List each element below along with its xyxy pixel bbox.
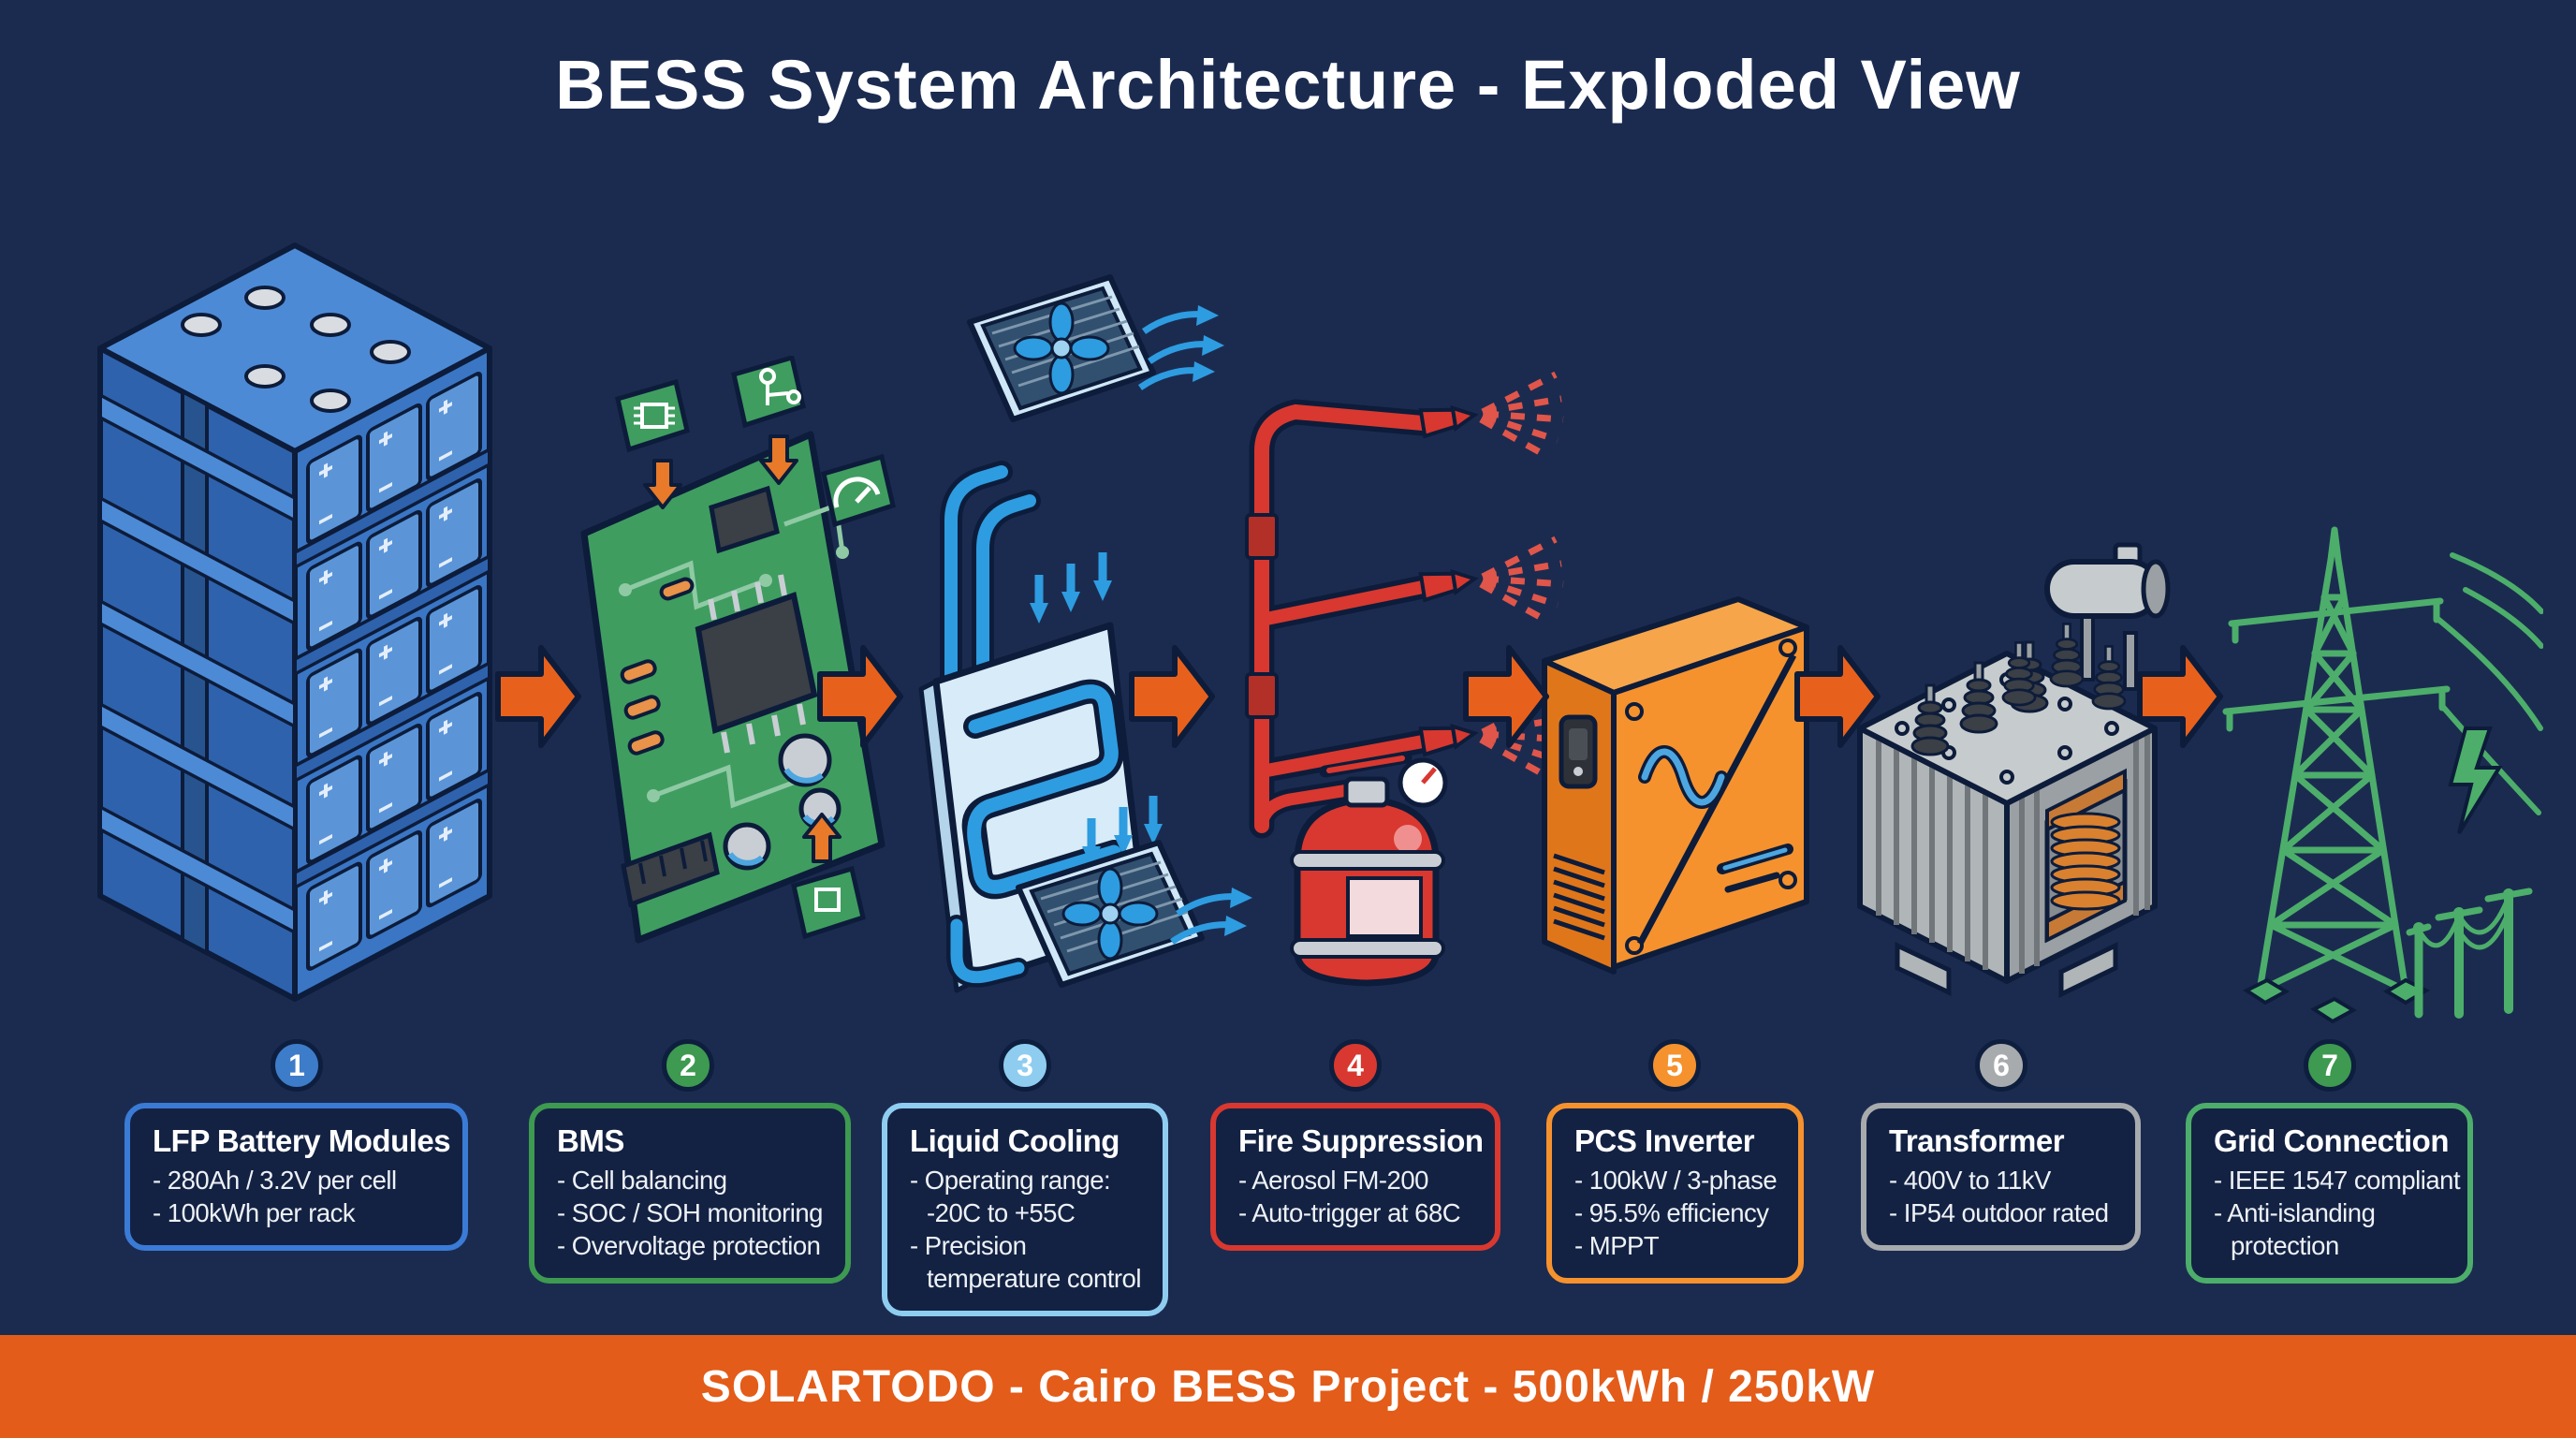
info-box-transformer: Transformer - 400V to 11kV - IP54 outdoo… (1861, 1103, 2141, 1251)
step-badge-2: 2 (662, 1039, 714, 1092)
component-detail: - 280Ah / 3.2V per cell (153, 1166, 397, 1195)
step-badge-6: 6 (1975, 1039, 2027, 1092)
step-badge-1: 1 (271, 1039, 323, 1092)
info-box-bms: BMS - Cell balancing - SOC / SOH monitor… (529, 1103, 851, 1284)
component-detail: temperature control (927, 1263, 1141, 1293)
grid-pylon-icon (2222, 526, 2543, 1024)
info-box-liquid-cooling: Liquid Cooling - Operating range: -20C t… (882, 1103, 1168, 1316)
component-detail: - Precision (910, 1230, 1027, 1260)
component-detail: - IP54 outdoor rated (1889, 1197, 2109, 1227)
info-box-fire-suppression: Fire Suppression - Aerosol FM-200 - Auto… (1210, 1103, 1500, 1251)
component-detail: - MPPT (1574, 1230, 1660, 1260)
component-detail: -20C to +55C (927, 1197, 1076, 1227)
component-detail: - Operating range: (910, 1166, 1111, 1195)
component-title: LFP Battery Modules (153, 1123, 451, 1158)
step-badge-7: 7 (2304, 1039, 2356, 1092)
component-detail: - Anti-islanding (2214, 1197, 2376, 1227)
flow-arrow-3 (1129, 645, 1215, 748)
pcs-inverter-icon (1542, 596, 1809, 975)
component-detail: - 100kW / 3-phase (1574, 1166, 1778, 1195)
component-title: Fire Suppression (1238, 1123, 1484, 1158)
info-box-lfp-battery-modules: LFP Battery Modules - 280Ah / 3.2V per c… (124, 1103, 468, 1251)
component-title: BMS (557, 1123, 624, 1158)
info-box-grid-connection: Grid Connection - IEEE 1547 compliant - … (2186, 1103, 2473, 1284)
component-detail: - 400V to 11kV (1889, 1166, 2051, 1195)
component-title: PCS Inverter (1574, 1123, 1755, 1158)
step-badge-3: 3 (999, 1039, 1051, 1092)
component-detail: protection (2231, 1230, 2339, 1260)
bms-circuit-board-icon (580, 356, 897, 944)
step-badge-5: 5 (1648, 1039, 1701, 1092)
fire-suppression-icon (1245, 301, 1571, 987)
component-detail: - IEEE 1547 compliant (2214, 1166, 2461, 1195)
flow-arrow-6 (2137, 645, 2223, 748)
component-detail: - Aerosol FM-200 (1238, 1166, 1428, 1195)
flow-arrow-4 (1463, 645, 1549, 748)
component-detail: - Overvoltage protection (557, 1230, 821, 1260)
battery-rack-icon (97, 242, 492, 1002)
component-detail: - 95.5% efficiency (1574, 1197, 1769, 1227)
component-title: Grid Connection (2214, 1123, 2450, 1158)
component-title: Liquid Cooling (910, 1123, 1120, 1158)
component-detail: - Auto-trigger at 68C (1238, 1197, 1461, 1227)
component-detail: - SOC / SOH monitoring (557, 1197, 823, 1227)
component-title: Transformer (1889, 1123, 2065, 1158)
transformer-icon (1857, 542, 2171, 998)
page-title: BESS System Architecture - Exploded View (555, 46, 2021, 124)
project-banner-text: SOLARTODO - Cairo BESS Project - 500kWh … (700, 1361, 1876, 1412)
flow-arrow-1 (495, 645, 581, 748)
liquid-cooling-icon (918, 270, 1252, 993)
step-badge-4: 4 (1329, 1039, 1382, 1092)
info-box-pcs-inverter: PCS Inverter - 100kW / 3-phase - 95.5% e… (1546, 1103, 1804, 1284)
component-detail: - Cell balancing (557, 1166, 727, 1195)
component-detail: - 100kWh per rack (153, 1197, 356, 1227)
flow-arrow-5 (1794, 645, 1881, 748)
flow-arrow-2 (817, 645, 903, 748)
project-banner: SOLARTODO - Cairo BESS Project - 500kWh … (0, 1335, 2576, 1438)
